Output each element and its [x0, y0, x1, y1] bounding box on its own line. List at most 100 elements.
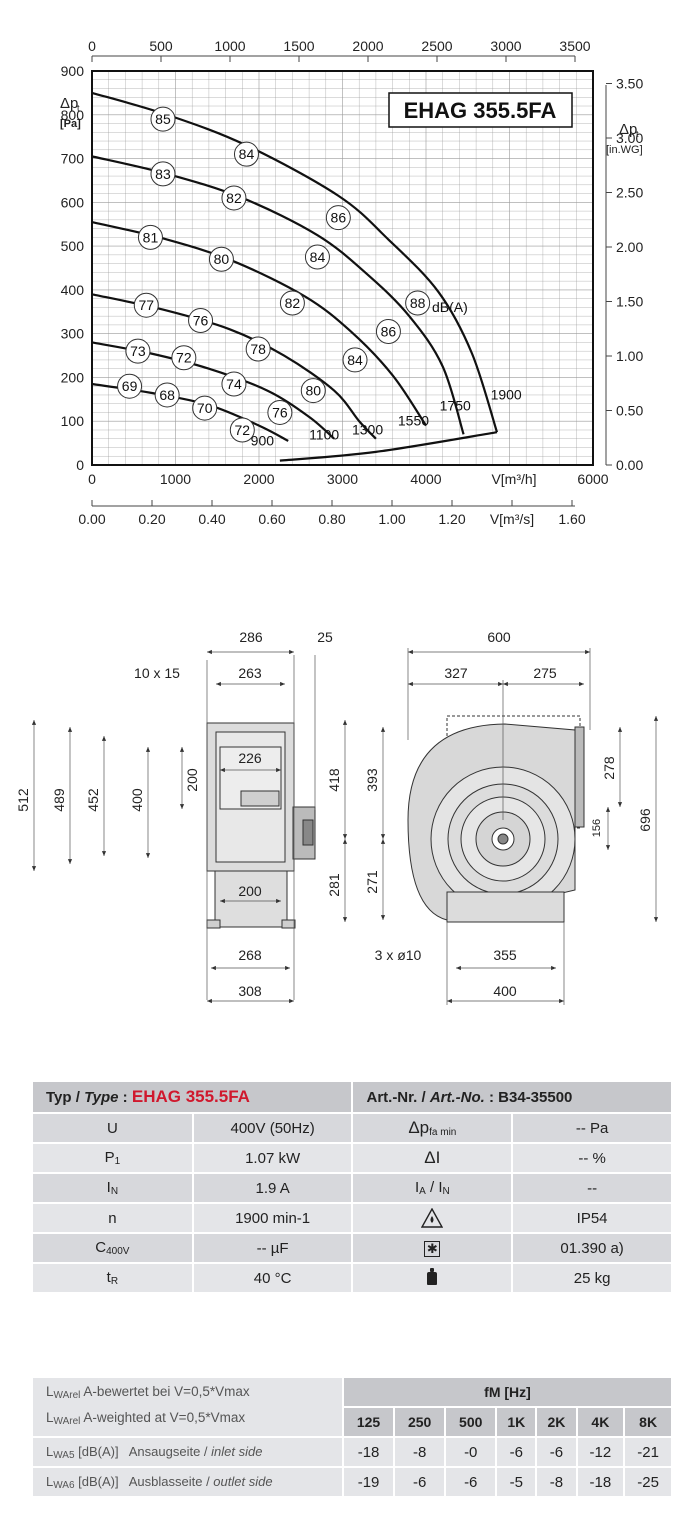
bottom-tick-label: 0.40 [198, 511, 225, 527]
right-tick-label: 1.00 [616, 348, 643, 364]
curve-label-1900: 1900 [491, 386, 522, 402]
db-marker-label: 86 [381, 323, 397, 339]
db-marker-circle [279, 290, 305, 316]
dim-281: 281 [326, 873, 342, 897]
x-tick-label-m3h: 6000 [577, 471, 608, 487]
bottom-tick-label: 1.60 [558, 511, 585, 527]
db-marker-label: 85 [155, 111, 171, 127]
dim-418: 418 [326, 768, 342, 792]
db-marker-circle [221, 185, 247, 211]
y-tick-label: 600 [61, 194, 85, 210]
db-marker-circle [137, 224, 163, 250]
y-tick-label: 300 [61, 326, 85, 342]
top-tick-label: 500 [149, 38, 173, 54]
db-marker-label: 76 [272, 404, 288, 420]
db-marker-label: 76 [193, 313, 209, 329]
db-marker-label: 88 [410, 295, 426, 311]
spec-row: U 400V (50Hz) Δpfa min -- Pa [33, 1113, 673, 1144]
db-marker-circle [208, 246, 234, 272]
title-box [388, 92, 573, 128]
bottom-tick-label: 0.60 [258, 511, 285, 527]
db-marker-circle [171, 345, 197, 371]
db-marker-circle [233, 141, 259, 167]
sound-row-outlet: LWA6 [dB(A)] Ausblasseite / outlet side … [33, 1467, 673, 1498]
right-axis-label-sub: t [636, 129, 639, 139]
curve-label-900: 900 [251, 432, 275, 448]
dim-696: 696 [637, 808, 653, 832]
dim-200-base: 200 [238, 883, 262, 899]
fan-curve-1300 [91, 293, 377, 440]
dim-200-vertical: 200 [184, 768, 200, 792]
dim-226: 226 [238, 750, 262, 766]
db-marker-label: 84 [347, 352, 363, 368]
dim-452: 452 [85, 788, 101, 812]
y-tick-label: 0 [76, 457, 84, 473]
spec-artnr-cell: Art.-Nr. / Art.-No. : B34-35500 [352, 1082, 673, 1114]
db-marker-circle [375, 318, 401, 344]
chart-title: EHAG 355.5FA [404, 98, 557, 123]
spec-table: Typ / Type : EHAG 355.5FA Art.-Nr. / Art… [33, 1082, 673, 1294]
dim-512: 512 [15, 788, 31, 812]
db-marker-label: 72 [235, 422, 251, 438]
db-marker-circle [325, 205, 351, 231]
right-axis-label: Δp [619, 121, 637, 138]
y-tick-label: 500 [61, 238, 85, 254]
top-tick-label: 0 [88, 38, 96, 54]
dim-393: 393 [364, 768, 380, 792]
sound-title: LWArel A-bewertet bei V=0,5*Vmax LWArel … [33, 1378, 344, 1438]
db-marker-circle [221, 371, 247, 397]
db-marker-label: 83 [155, 166, 171, 182]
y-axis-label-sub: t [77, 103, 80, 113]
db-marker-circle [405, 290, 431, 316]
x-tick-label-m3h: 3000 [327, 471, 358, 487]
top-tick-label: 3000 [490, 38, 521, 54]
bottom-tick-label: 1.00 [378, 511, 405, 527]
y-axis-label: Δp [60, 95, 78, 112]
curve-label-1550: 1550 [398, 413, 429, 429]
db-marker-label: 82 [285, 295, 301, 311]
spec-type-cell: Typ / Type : EHAG 355.5FA [33, 1082, 354, 1114]
db-marker-circle [133, 292, 159, 318]
sound-row-inlet: LWA5 [dB(A)] Ansaugseite / inlet side -1… [33, 1437, 673, 1468]
dim-275: 275 [533, 665, 557, 681]
x-tick-label-m3h: 1000 [160, 471, 191, 487]
top-tick-label: 1500 [283, 38, 314, 54]
protection-class-icon [421, 1207, 444, 1228]
top-tick-label: 2500 [421, 38, 452, 54]
dim-308: 308 [238, 983, 262, 999]
dim-489: 489 [51, 788, 67, 812]
y-tick-label: 900 [61, 63, 85, 79]
db-marker-circle [117, 373, 143, 399]
curve-label-1300: 1300 [352, 421, 383, 437]
front-view-base [446, 891, 565, 923]
db-marker-label: 72 [176, 350, 192, 366]
db-marker-label: 70 [197, 400, 213, 416]
y-tick-label: 200 [61, 369, 85, 385]
dim-400-vertical: 400 [129, 788, 145, 812]
db-marker-label: 82 [226, 190, 242, 206]
right-tick-label: 3.00 [616, 130, 643, 146]
db-marker-label: 74 [226, 376, 242, 392]
weight-icon [427, 1267, 438, 1285]
freq-header: fM [Hz] [343, 1378, 673, 1408]
db-marker-circle [267, 399, 293, 425]
dimension-drawing-svg: 286 25 263 10 x 15 226 200 400 452 489 5… [15, 629, 659, 1005]
dim-271: 271 [364, 870, 380, 894]
dim-10x15: 10 x 15 [134, 665, 180, 681]
x-tick-label-m3h: 4000 [410, 471, 441, 487]
dim-25: 25 [317, 629, 333, 645]
right-tick-label: 0.50 [616, 403, 643, 419]
fan-curve-1900 [91, 91, 499, 433]
y-axis-unit: [Pa] [60, 118, 81, 130]
db-marker-circle [154, 382, 180, 408]
db-marker-circle [188, 308, 214, 334]
db-unit-label: dB(A) [432, 299, 468, 315]
db-marker-label: 69 [122, 378, 138, 394]
right-tick-label: 3.50 [616, 76, 643, 92]
db-marker-label: 77 [138, 297, 154, 313]
wiring-diagram-icon: ✱ [424, 1240, 441, 1257]
dim-355: 355 [493, 947, 517, 963]
curve-label-1100: 1100 [309, 427, 339, 443]
